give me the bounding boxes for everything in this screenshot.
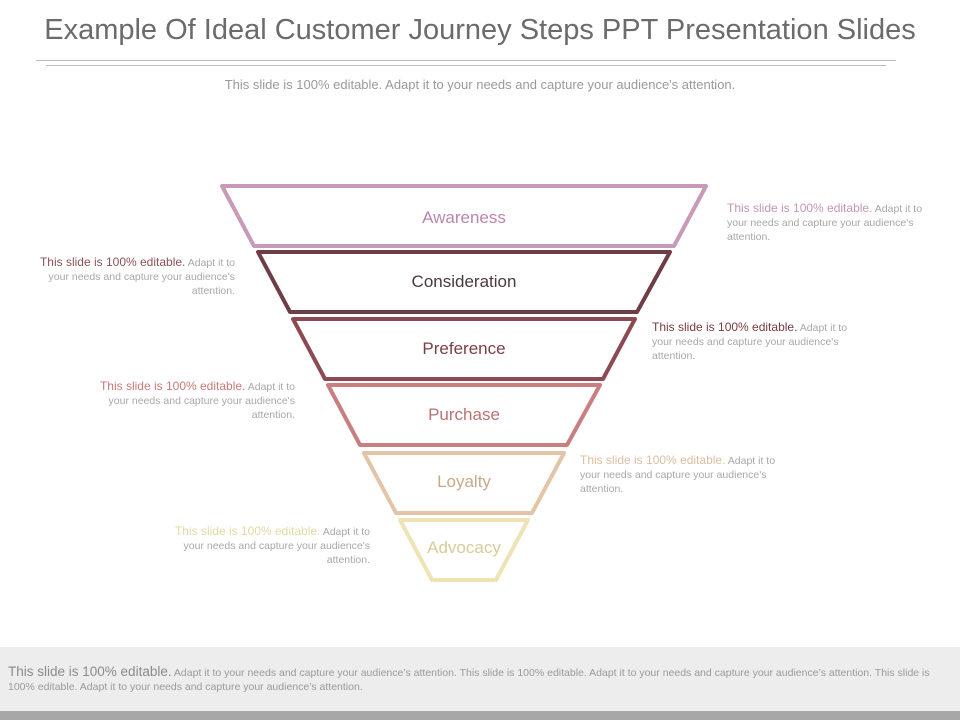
note-body: Adapt it to your needs and capture your … (108, 381, 295, 421)
funnel-stage-awareness-shape (220, 184, 708, 248)
note-lead: This slide is 100% editable. (39, 255, 186, 269)
funnel-stage-awareness-label: Awareness (422, 208, 506, 227)
funnel-stage-awareness[interactable]: Awareness (220, 184, 708, 248)
note-lead: This slide is 100% editable. (652, 320, 798, 334)
note-preference: This slide is 100% editable. Adapt it to… (652, 320, 852, 363)
funnel-stage-preference[interactable]: Preference (291, 317, 637, 381)
bottom-bar (0, 711, 960, 720)
funnel-stage-purchase-label: Purchase (428, 405, 500, 424)
funnel-stage-consideration-shape (256, 250, 672, 314)
note-body: Adapt it to your needs and capture your … (580, 455, 776, 495)
page-subtitle: This slide is 100% editable. Adapt it to… (224, 77, 736, 92)
footer-lead: This slide is 100% editable. (8, 664, 172, 679)
note-advocacy: This slide is 100% editable. Adapt it to… (170, 524, 370, 567)
note-consideration: This slide is 100% editable. Adapt it to… (35, 255, 235, 298)
funnel-stage-loyalty-shape (362, 451, 566, 515)
note-lead: This slide is 100% editable. (580, 453, 726, 467)
note-purchase: This slide is 100% editable. Adapt it to… (95, 379, 295, 422)
note-loyalty: This slide is 100% editable. Adapt it to… (580, 453, 780, 496)
note-body: Adapt it to your needs and capture your … (48, 257, 235, 297)
funnel-stage-advocacy[interactable]: Advocacy (398, 518, 530, 582)
note-lead: This slide is 100% editable. (99, 379, 246, 393)
footer-body: Adapt it to your needs and capture your … (8, 667, 930, 693)
funnel-stage-loyalty-label: Loyalty (437, 472, 491, 491)
note-lead: This slide is 100% editable. (174, 524, 321, 538)
funnel-stage-purchase[interactable]: Purchase (326, 383, 602, 447)
funnel-stage-purchase-shape (326, 383, 602, 447)
note-body: Adapt it to your needs and capture your … (727, 203, 923, 243)
funnel-stage-loyalty[interactable]: Loyalty (362, 451, 566, 515)
title-divider-secondary (46, 65, 886, 66)
funnel-stage-advocacy-label: Advocacy (427, 538, 501, 557)
funnel-stage-consideration[interactable]: Consideration (256, 250, 672, 314)
footer-panel: This slide is 100% editable. Adapt it to… (0, 647, 960, 711)
note-lead: This slide is 100% editable. (727, 201, 873, 215)
funnel-stage-preference-shape (291, 317, 637, 381)
note-awareness: This slide is 100% editable. Adapt it to… (727, 201, 927, 244)
funnel-stage-preference-label: Preference (422, 339, 505, 358)
funnel-stage-advocacy-shape (398, 518, 530, 582)
page-title: Example Of Ideal Customer Journey Steps … (44, 14, 916, 46)
title-divider (36, 60, 896, 61)
note-body: Adapt it to your needs and capture your … (183, 526, 370, 566)
footer-text: This slide is 100% editable. Adapt it to… (8, 665, 938, 694)
funnel-stage-consideration-label: Consideration (412, 272, 517, 291)
note-body: Adapt it to your needs and capture your … (652, 322, 848, 362)
